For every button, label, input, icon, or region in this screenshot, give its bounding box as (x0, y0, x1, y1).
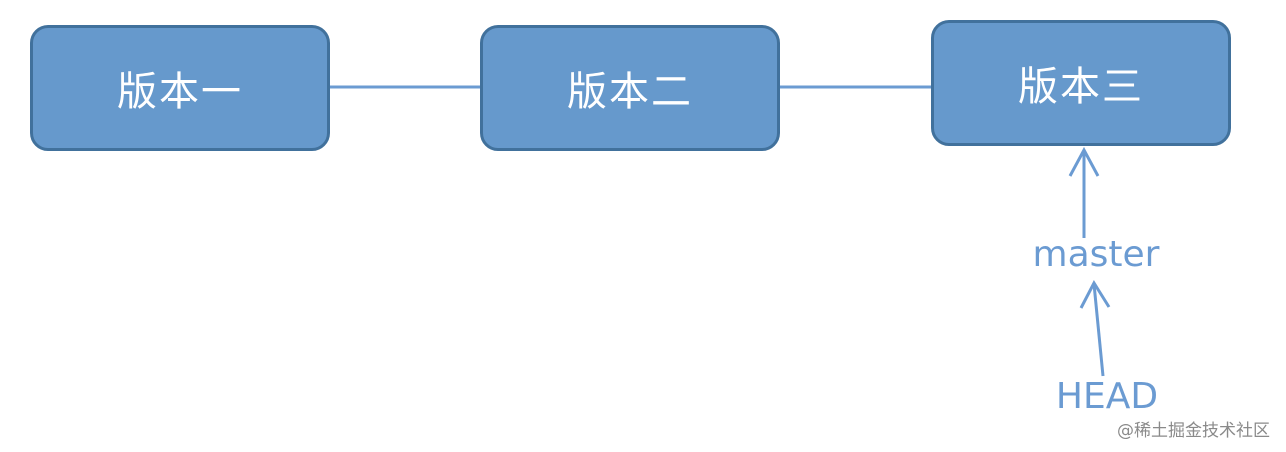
head-to-master-arrow (1092, 283, 1105, 377)
version-node-1-label: 版本一 (117, 69, 243, 115)
version-node-3: 版本三 (931, 20, 1231, 146)
version-node-2: 版本二 (480, 25, 780, 151)
version-node-3-label: 版本三 (1018, 64, 1144, 110)
head-arrowhead-icon (1079, 279, 1111, 309)
master-branch-label: master (1032, 234, 1160, 275)
version-node-1: 版本一 (30, 25, 330, 151)
master-arrowhead-icon (1068, 146, 1100, 177)
head-pointer-label: HEAD (1055, 376, 1159, 417)
watermark-text: @稀土掘金技术社区 (1117, 421, 1270, 441)
version-node-2-label: 版本二 (567, 69, 693, 115)
